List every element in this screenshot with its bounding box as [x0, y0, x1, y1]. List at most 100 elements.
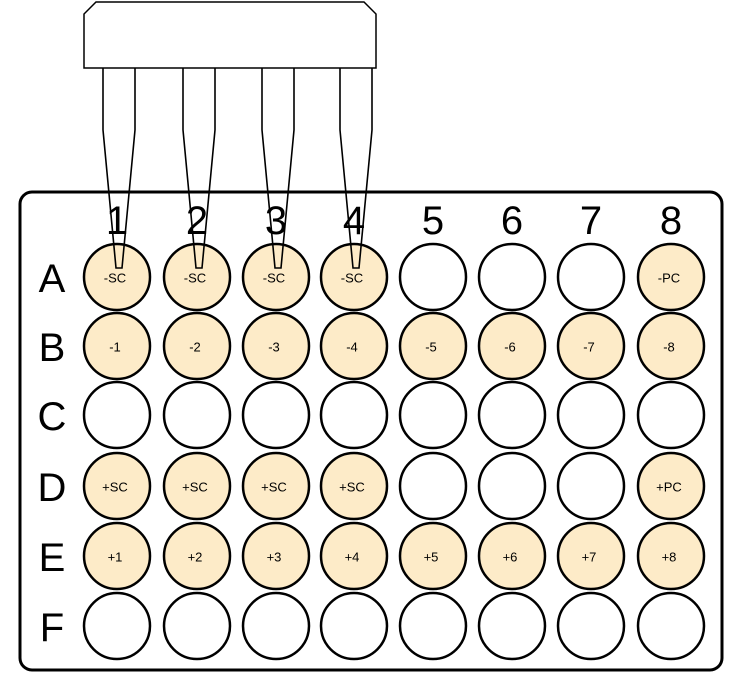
- well-D4-label: +SC: [339, 479, 365, 494]
- column-label-1: 1: [106, 199, 128, 243]
- row-label-B: B: [39, 326, 66, 370]
- well-B3: -3: [241, 311, 311, 381]
- pipette-tip-4: [339, 68, 373, 269]
- well-B2-circle: [162, 311, 232, 381]
- well-E4: +4: [319, 521, 389, 591]
- well-B1-circle: [82, 311, 152, 381]
- well-C3: [241, 380, 311, 450]
- well-B2: -2: [162, 311, 232, 381]
- well-A3: -SC: [241, 242, 311, 312]
- well-F3: [241, 591, 311, 661]
- well-E1: +1: [82, 521, 152, 591]
- well-F1-circle: [82, 591, 152, 661]
- well-F7-circle: [556, 591, 626, 661]
- well-A1-label: -SC: [104, 270, 126, 285]
- well-D6-circle: [477, 451, 547, 521]
- column-label-8: 8: [660, 199, 682, 243]
- well-A4: -SC: [319, 242, 389, 312]
- well-B7-circle: [556, 311, 626, 381]
- well-B7: -7: [556, 311, 626, 381]
- well-D1: +SC: [82, 451, 152, 521]
- column-label-5: 5: [422, 199, 444, 243]
- well-D2-label: +SC: [182, 479, 208, 494]
- well-F6-circle: [477, 591, 547, 661]
- well-B8: -8: [636, 311, 706, 381]
- column-label-6: 6: [501, 199, 523, 243]
- well-D4: +SC: [319, 451, 389, 521]
- well-E8: +8: [636, 521, 706, 591]
- well-C3-circle: [241, 380, 311, 450]
- well-B5-circle: [398, 311, 468, 381]
- well-A7: [556, 242, 626, 312]
- well-A1: -SC: [82, 242, 152, 312]
- well-A8-label: -PC: [658, 270, 680, 285]
- well-F3-circle: [241, 591, 311, 661]
- well-E1-label: +1: [108, 549, 123, 564]
- column-label-2: 2: [186, 199, 208, 243]
- well-B4-circle: [319, 311, 389, 381]
- well-C4: [319, 380, 389, 450]
- well-E8-label: +8: [662, 549, 677, 564]
- well-B6: -6: [477, 311, 547, 381]
- well-C6-circle: [477, 380, 547, 450]
- well-C2: [162, 380, 232, 450]
- well-E2: +2: [162, 521, 232, 591]
- well-B3-circle: [241, 311, 311, 381]
- row-label-E: E: [39, 536, 66, 580]
- well-D2-circle: [162, 451, 232, 521]
- well-E1-circle: [82, 521, 152, 591]
- pipette-tip-3: [261, 68, 295, 269]
- well-B2-label: -2: [189, 339, 201, 354]
- well-E8-circle: [636, 521, 706, 591]
- well-B5: -5: [398, 311, 468, 381]
- pipette-head: [83, 1, 377, 69]
- well-F5-circle: [398, 591, 468, 661]
- well-F4: [319, 591, 389, 661]
- well-D3: +SC: [241, 451, 311, 521]
- well-B4-label: -4: [346, 339, 358, 354]
- well-D1-label: +SC: [102, 479, 128, 494]
- well-F1: [82, 591, 152, 661]
- well-E7: +7: [556, 521, 626, 591]
- well-A4-label: -SC: [341, 270, 363, 285]
- well-C7-circle: [556, 380, 626, 450]
- well-D1-circle: [82, 451, 152, 521]
- well-C6: [477, 380, 547, 450]
- well-A2-circle: [162, 242, 232, 312]
- well-E6-circle: [477, 521, 547, 591]
- column-label-3: 3: [265, 199, 287, 243]
- well-F6: [477, 591, 547, 661]
- well-F4-circle: [319, 591, 389, 661]
- well-C1: [82, 380, 152, 450]
- well-D5: [398, 451, 468, 521]
- well-C7: [556, 380, 626, 450]
- well-B3-label: -3: [268, 339, 280, 354]
- well-D4-circle: [319, 451, 389, 521]
- well-E4-label: +4: [345, 549, 360, 564]
- well-B6-label: -6: [504, 339, 516, 354]
- well-A3-circle: [241, 242, 311, 312]
- well-E7-circle: [556, 521, 626, 591]
- well-E3-label: +3: [267, 549, 282, 564]
- well-C5-circle: [398, 380, 468, 450]
- well-A8-circle: [636, 242, 706, 312]
- well-D6: [477, 451, 547, 521]
- column-label-4: 4: [343, 199, 365, 243]
- well-E5-label: +5: [424, 549, 439, 564]
- well-A2: -SC: [162, 242, 232, 312]
- well-B5-label: -5: [425, 339, 437, 354]
- well-B6-circle: [477, 311, 547, 381]
- well-B1: -1: [82, 311, 152, 381]
- well-D7-circle: [556, 451, 626, 521]
- well-B1-label: -1: [109, 339, 121, 354]
- pipette-tip-1: [102, 68, 136, 269]
- well-D8-circle: [636, 451, 706, 521]
- well-D7: [556, 451, 626, 521]
- well-D3-circle: [241, 451, 311, 521]
- well-A7-circle: [556, 242, 626, 312]
- well-A6-circle: [477, 242, 547, 312]
- well-E7-label: +7: [582, 549, 597, 564]
